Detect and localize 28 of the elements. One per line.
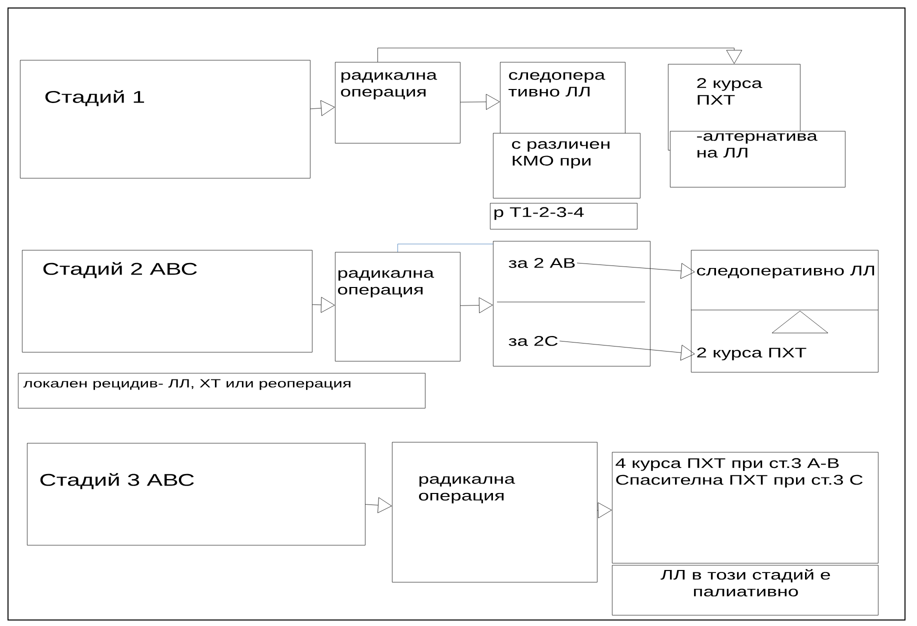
- box-label: следоперативно ЛЛ: [697, 266, 874, 278]
- arrow: [597, 502, 612, 518]
- connector-line: [398, 244, 494, 252]
- group-box: [493, 241, 650, 366]
- box-label: за 2С: [508, 336, 558, 346]
- group-box: [691, 250, 878, 372]
- arrow: [460, 297, 493, 314]
- arrow: [559, 340, 695, 361]
- process-box: ЛЛ в този стадий е палиативно: [612, 565, 878, 616]
- arrow: [460, 94, 500, 110]
- process-box: -алтернатива на ЛЛ: [670, 131, 846, 188]
- process-box: радикална операция: [335, 62, 460, 144]
- process-box: Стадий 2 АВС: [22, 250, 312, 352]
- process-box: радикална операция: [335, 252, 460, 362]
- arrow: [312, 296, 335, 313]
- process-box: Стадий 1: [20, 60, 310, 178]
- arrow: [365, 497, 392, 514]
- box-label: 2 курса ПХТ: [697, 348, 806, 360]
- process-box: Стадий 3 АВС: [27, 443, 366, 546]
- box-label: за 2 АВ: [508, 258, 575, 268]
- process-box: р Т1-2-3-4: [490, 203, 638, 230]
- process-box: следопера тивно ЛЛ: [500, 62, 626, 140]
- arrow: [310, 100, 335, 116]
- arrow: [576, 262, 695, 279]
- process-box: с различен КМО при: [493, 133, 640, 198]
- process-box: локален рецидив- ЛЛ, ХТ или реоперация: [18, 373, 426, 408]
- arrow: [378, 48, 742, 64]
- process-box: радикална операция: [392, 442, 598, 582]
